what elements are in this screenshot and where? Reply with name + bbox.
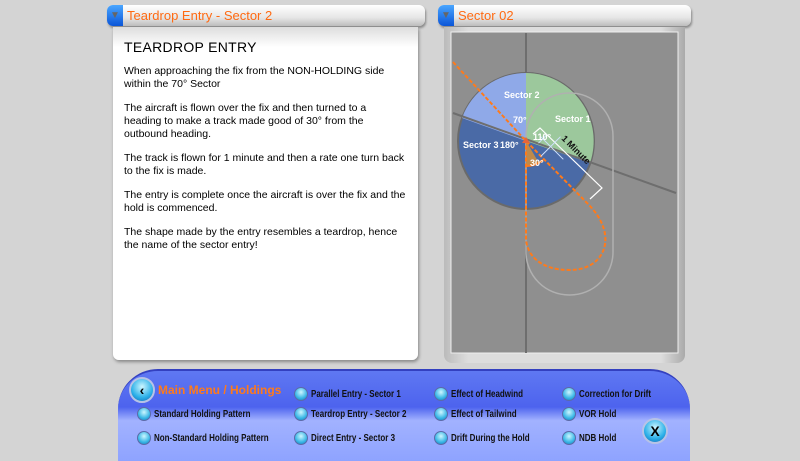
paragraph: The shape made by the entry resembles a … xyxy=(124,226,398,251)
collapse-triangle-icon[interactable]: ▼ xyxy=(107,5,123,26)
sector-1 xyxy=(526,73,594,163)
main-menu-link[interactable]: Main Menu / Holdings xyxy=(158,383,282,397)
fix-marker xyxy=(522,137,530,143)
bullet-icon xyxy=(434,387,448,401)
sector-2-label: Sector 2 xyxy=(504,90,540,100)
left-title-bar: ▼ Teardrop Entry - Sector 2 xyxy=(107,5,425,26)
right-title-bar: ▼ Sector 02 xyxy=(438,5,691,26)
aircraft-icon xyxy=(538,134,564,160)
bullet-icon xyxy=(137,407,151,421)
sector-1-label: Sector 1 xyxy=(555,114,591,124)
paragraph: When approaching the fix from the NON-HO… xyxy=(124,65,385,90)
nav-item-vor-hold[interactable]: VOR Hold xyxy=(562,407,626,421)
navigation-bar xyxy=(118,369,690,461)
text-panel: TEARDROP ENTRY When approaching the fix … xyxy=(113,27,418,360)
bullet-icon xyxy=(434,407,448,421)
nav-item-non-standard-holding[interactable]: Non-Standard Holding Pattern xyxy=(137,431,297,445)
nav-item-standard-holding[interactable]: Standard Holding Pattern xyxy=(137,407,275,421)
bullet-icon xyxy=(562,387,576,401)
nav-item-correction-drift[interactable]: Correction for Drift xyxy=(562,387,669,401)
nav-item-headwind[interactable]: Effect of Headwind xyxy=(434,387,541,401)
left-panel-title: Teardrop Entry - Sector 2 xyxy=(127,8,273,23)
bullet-icon xyxy=(294,387,308,401)
teardrop-track xyxy=(452,61,607,272)
teardrop-diagram: Sector 2 Sector 1 Sector 3 70° 110° 180°… xyxy=(450,31,679,354)
nav-item-tailwind[interactable]: Effect of Tailwind xyxy=(434,407,533,421)
angle-30-wedge xyxy=(526,141,539,167)
paragraph: The track is flown for 1 minute and then… xyxy=(124,152,405,177)
nav-item-teardrop-entry[interactable]: Teardrop Entry - Sector 2 xyxy=(294,407,430,421)
bullet-icon xyxy=(137,431,151,445)
nav-item-ndb-hold[interactable]: NDB Hold xyxy=(562,431,626,445)
sector-3-label: Sector 3 xyxy=(463,140,499,150)
angle-180-label: 180° xyxy=(500,140,519,150)
heading: TEARDROP ENTRY xyxy=(124,39,257,55)
nav-item-parallel-entry[interactable]: Parallel Entry - Sector 1 xyxy=(294,387,423,401)
angle-70-label: 70° xyxy=(513,115,527,125)
bullet-icon xyxy=(434,431,448,445)
bullet-icon xyxy=(562,431,576,445)
angle-110-label: 110° xyxy=(533,132,552,142)
angle-30-label: 30° xyxy=(530,158,544,168)
nav-item-direct-entry[interactable]: Direct Entry - Sector 3 xyxy=(294,431,416,445)
bullet-icon xyxy=(294,431,308,445)
close-button[interactable]: X xyxy=(642,418,668,444)
right-panel-title: Sector 02 xyxy=(458,8,514,23)
paragraph: The aircraft is flown over the fix and t… xyxy=(124,102,367,140)
bullet-icon xyxy=(562,407,576,421)
paragraph: The entry is complete once the aircraft … xyxy=(124,189,406,214)
collapse-triangle-icon[interactable]: ▼ xyxy=(438,5,454,26)
one-minute-bracket xyxy=(532,127,603,200)
nav-item-drift[interactable]: Drift During the Hold xyxy=(434,431,549,445)
back-button[interactable]: ‹ xyxy=(129,377,155,403)
bullet-icon xyxy=(294,407,308,421)
